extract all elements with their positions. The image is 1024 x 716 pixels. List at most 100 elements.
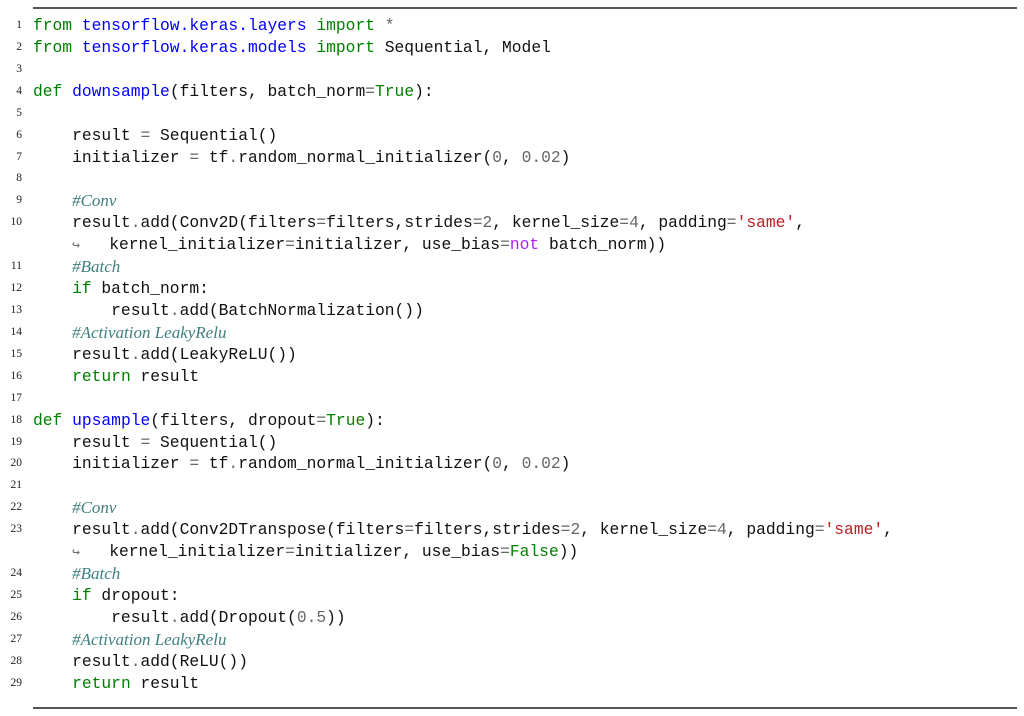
token-text: initializer <box>33 454 190 474</box>
code-text: from tensorflow.keras.layers import * <box>33 15 395 37</box>
code-text: ↪ kernel_initializer=initializer, use_bi… <box>33 541 578 564</box>
token-number: 0.5 <box>296 607 327 627</box>
code-line: 19 result = Sequential() <box>0 432 1024 454</box>
token-text <box>307 16 317 35</box>
code-line: 14 #Activation LeakyRelu <box>0 322 1024 344</box>
code-text: result = Sequential() <box>33 432 277 454</box>
token-text: result <box>130 673 200 693</box>
code-text: initializer = tf.random_normal_initializ… <box>33 453 570 475</box>
token-operator: . <box>130 344 141 364</box>
token-operator: * <box>384 16 395 35</box>
token-text: random_normal_initializer( <box>238 454 493 474</box>
line-number: 23 <box>10 523 23 536</box>
token-text: result <box>33 125 141 145</box>
token-text: , padding <box>726 520 815 540</box>
token-text: random_normal_initializer( <box>238 147 493 167</box>
token-string: 'same' <box>824 520 884 540</box>
line-number: 15 <box>10 347 23 360</box>
code-line: 7 initializer = tf.random_normal_initial… <box>0 147 1024 169</box>
code-text: from tensorflow.keras.models import Sequ… <box>33 37 551 59</box>
code-line: 27 #Activation LeakyRelu <box>0 629 1024 651</box>
token-number: 0 <box>492 454 503 474</box>
line-number: 3 <box>16 62 22 75</box>
token-text: Sequential() <box>150 125 278 145</box>
line-number: 21 <box>10 479 23 492</box>
token-operator: = <box>140 432 151 452</box>
line-number: 5 <box>16 106 22 119</box>
line-number: 9 <box>16 194 22 207</box>
token-text: result <box>33 520 131 540</box>
code-text: #Batch <box>33 256 120 279</box>
token-text <box>33 235 72 254</box>
token-text: Sequential() <box>150 432 278 452</box>
token-text <box>33 542 72 561</box>
token-operator: . <box>169 607 180 627</box>
token-text <box>72 38 82 57</box>
line-number: 11 <box>10 260 22 273</box>
token-text: , <box>502 454 522 474</box>
code-text: ↪ kernel_initializer=initializer, use_bi… <box>33 234 666 257</box>
token-number: 0 <box>492 147 503 167</box>
token-operator: = <box>189 147 200 167</box>
token-text: , padding <box>638 213 727 233</box>
token-operator: . <box>130 520 141 540</box>
token-text: , kernel_size <box>580 520 708 540</box>
code-line: 23 result.add(Conv2DTranspose(filters=fi… <box>0 519 1024 541</box>
token-comment: #Activation LeakyRelu <box>72 322 227 342</box>
code-text: result.add(Conv2D(filters=filters,stride… <box>33 212 805 234</box>
line-number: 1 <box>16 19 22 31</box>
code-text: result.add(BatchNormalization()) <box>33 300 424 322</box>
code-line: 29 return result <box>0 673 1024 695</box>
token-operator: = <box>500 542 510 562</box>
token-text <box>72 16 82 35</box>
token-text <box>33 674 72 693</box>
code-line: 8 <box>0 168 1024 190</box>
token-operator: = <box>619 213 630 233</box>
token-operator: . <box>228 454 239 474</box>
line-number: 28 <box>10 654 23 667</box>
token-comment: #Activation LeakyRelu <box>72 629 227 649</box>
token-number: 2 <box>482 213 493 233</box>
code-line: 15 result.add(LeakyReLU()) <box>0 344 1024 366</box>
token-continuation-arrow-icon: ↪ <box>72 238 80 254</box>
bottom-rule <box>33 707 1017 709</box>
code-text: def upsample(filters, dropout=True): <box>33 410 385 432</box>
code-line: 1 from tensorflow.keras.layers import * <box>0 15 1024 37</box>
code-line: 24 #Batch <box>0 563 1024 585</box>
line-number: 10 <box>10 216 23 229</box>
token-operator: . <box>169 300 180 320</box>
code-text: result.add(Dropout(0.5)) <box>33 607 346 629</box>
token-number: 2 <box>570 520 581 540</box>
token-text <box>33 258 72 277</box>
token-text: add(Conv2DTranspose(filters <box>140 520 405 540</box>
token-operator: = <box>404 520 415 540</box>
code-text: #Batch <box>33 563 120 586</box>
token-text: initializer, use_bias <box>294 235 501 255</box>
line-number: 22 <box>10 501 23 514</box>
token-text <box>62 411 72 430</box>
token-text: add(LeakyReLU()) <box>140 344 297 364</box>
token-name: upsample <box>72 410 151 430</box>
token-text: , <box>502 147 522 167</box>
token-keyword: True <box>375 81 415 101</box>
token-keyword: def <box>33 410 63 430</box>
token-keyword: True <box>326 410 366 430</box>
code-line: 13 result.add(BatchNormalization()) <box>0 300 1024 322</box>
code-text: def downsample(filters, batch_norm=True)… <box>33 81 434 103</box>
token-text <box>33 631 72 650</box>
line-number: 24 <box>10 567 23 580</box>
line-number: 16 <box>10 369 23 382</box>
token-keyword: return <box>72 673 131 693</box>
token-text: kernel_initializer <box>79 235 286 255</box>
line-number: 27 <box>10 632 23 645</box>
code-text: result.add(LeakyReLU()) <box>33 344 297 366</box>
token-text: filters,strides <box>326 213 473 233</box>
token-text: add(Dropout( <box>179 607 297 627</box>
token-text: ) <box>560 147 571 167</box>
token-operator: = <box>285 542 295 562</box>
token-text <box>33 324 72 343</box>
token-text: Sequential, Model <box>375 37 551 57</box>
token-text: )) <box>558 542 579 562</box>
